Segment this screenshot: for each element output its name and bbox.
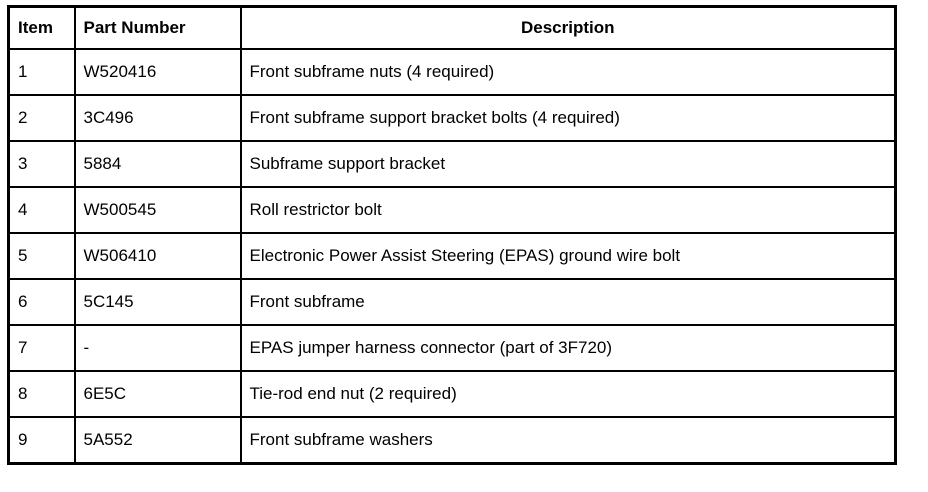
cell-part-number: -: [73, 324, 242, 372]
cell-description: Electronic Power Assist Steering (EPAS) …: [239, 232, 897, 280]
cell-part-number: 5A552: [73, 416, 242, 465]
cell-description: Tie-rod end nut (2 required): [239, 370, 897, 418]
table-row: 1 W520416 Front subframe nuts (4 require…: [7, 48, 897, 96]
cell-part-number: W506410: [73, 232, 242, 280]
table-row: 9 5A552 Front subframe washers: [7, 416, 897, 465]
header-part-number: Part Number: [73, 5, 242, 50]
cell-part-number: 6E5C: [73, 370, 242, 418]
cell-item: 2: [7, 94, 76, 142]
header-description: Description: [239, 5, 897, 50]
table-row: 3 5884 Subframe support bracket: [7, 140, 897, 188]
cell-description: Roll restrictor bolt: [239, 186, 897, 234]
cell-item: 9: [7, 416, 76, 465]
cell-item: 3: [7, 140, 76, 188]
table-row: 7 - EPAS jumper harness connector (part …: [7, 324, 897, 372]
cell-description: Front subframe washers: [239, 416, 897, 465]
header-item: Item: [7, 5, 76, 50]
cell-item: 8: [7, 370, 76, 418]
cell-description: Front subframe: [239, 278, 897, 326]
table-row: 2 3C496 Front subframe support bracket b…: [7, 94, 897, 142]
cell-item: 5: [7, 232, 76, 280]
cell-item: 4: [7, 186, 76, 234]
parts-table: Item Part Number Description 1 W520416 F…: [7, 5, 897, 465]
table-row: 5 W506410 Electronic Power Assist Steeri…: [7, 232, 897, 280]
cell-description: EPAS jumper harness connector (part of 3…: [239, 324, 897, 372]
cell-part-number: W500545: [73, 186, 242, 234]
cell-description: Subframe support bracket: [239, 140, 897, 188]
cell-description: Front subframe nuts (4 required): [239, 48, 897, 96]
table-header-row: Item Part Number Description: [7, 5, 897, 50]
cell-part-number: 5C145: [73, 278, 242, 326]
table-row: 8 6E5C Tie-rod end nut (2 required): [7, 370, 897, 418]
table-row: 6 5C145 Front subframe: [7, 278, 897, 326]
cell-part-number: 5884: [73, 140, 242, 188]
cell-part-number: 3C496: [73, 94, 242, 142]
cell-description: Front subframe support bracket bolts (4 …: [239, 94, 897, 142]
table-row: 4 W500545 Roll restrictor bolt: [7, 186, 897, 234]
cell-item: 7: [7, 324, 76, 372]
cell-item: 6: [7, 278, 76, 326]
cell-item: 1: [7, 48, 76, 96]
cell-part-number: W520416: [73, 48, 242, 96]
